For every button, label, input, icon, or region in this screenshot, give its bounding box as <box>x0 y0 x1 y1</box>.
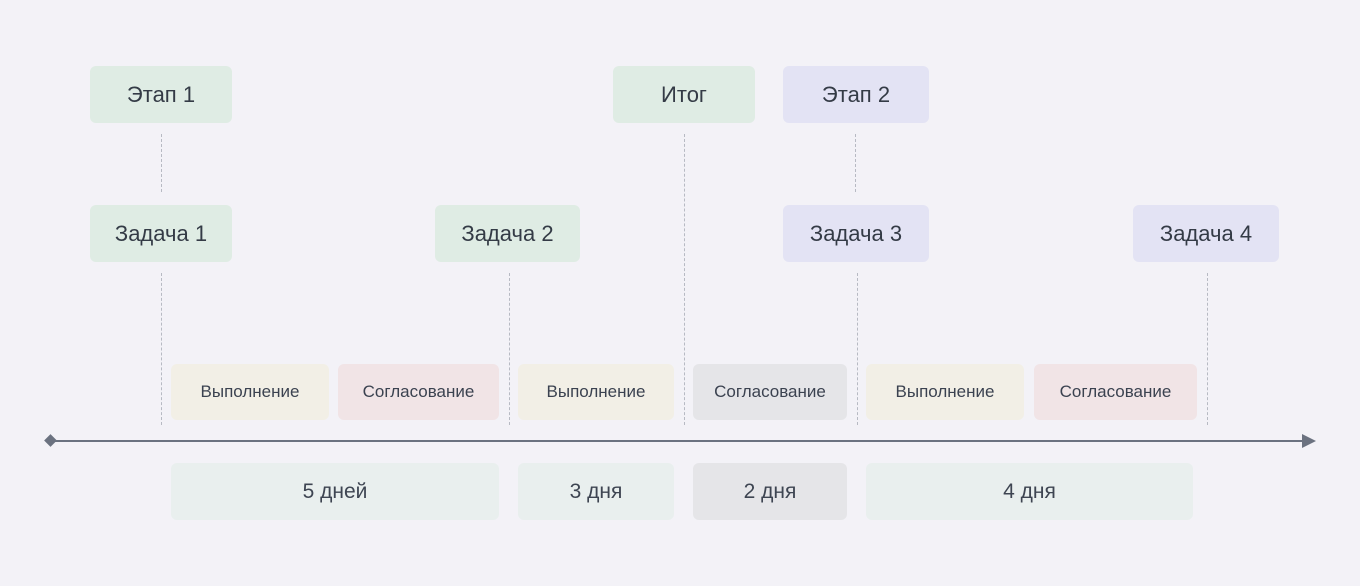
task-label: Задача 3 <box>809 220 903 246</box>
duration-box-1: 5 дней <box>171 463 499 520</box>
duration-label: 4 дня <box>1003 479 1056 503</box>
task-label: Задача 2 <box>461 220 554 246</box>
phase-label: Выполнение <box>895 382 995 401</box>
duration-label: 5 дней <box>302 479 368 503</box>
phase-box-6: Согласование <box>1034 364 1197 420</box>
task-box-3: Задача 3 <box>783 205 929 262</box>
task-label: Задача 1 <box>114 220 208 246</box>
phase-box-1: Выполнение <box>171 364 329 420</box>
connector-task3-axis <box>857 273 858 425</box>
phase-label: Выполнение <box>200 382 300 401</box>
task-box-1: Задача 1 <box>90 205 232 262</box>
connector-stage1-task1 <box>161 134 162 192</box>
duration-box-2: 3 дня <box>518 463 674 520</box>
connector-result-axis <box>684 134 685 425</box>
phase-box-2: Согласование <box>338 364 499 420</box>
stage-box-1: Этап 1 <box>90 66 232 123</box>
phase-label: Согласование <box>1059 382 1172 401</box>
duration-label: 3 дня <box>569 479 623 503</box>
task-box-2: Задача 2 <box>435 205 580 262</box>
phase-label: Согласование <box>362 382 475 401</box>
timeline-axis <box>50 440 1312 442</box>
axis-end-arrow-icon <box>1302 434 1316 448</box>
axis-start-diamond-icon <box>44 434 57 447</box>
phase-label: Согласование <box>714 382 826 401</box>
phase-box-3: Выполнение <box>518 364 674 420</box>
connector-task2-axis <box>509 273 510 425</box>
duration-label: 2 дня <box>743 479 797 503</box>
stage-box-result: Итог <box>613 66 755 123</box>
stage-box-2: Этап 2 <box>783 66 929 123</box>
duration-box-4: 4 дня <box>866 463 1193 520</box>
stage-label: Итог <box>661 81 707 107</box>
stage-label: Этап 1 <box>126 81 196 107</box>
connector-task1-axis <box>161 273 162 425</box>
phase-box-4: Согласование <box>693 364 847 420</box>
phase-label: Выполнение <box>546 382 646 401</box>
duration-box-3: 2 дня <box>693 463 847 520</box>
connector-stage2-task3 <box>855 134 856 192</box>
task-label: Задача 4 <box>1159 220 1253 246</box>
phase-box-5: Выполнение <box>866 364 1024 420</box>
connector-task4-axis <box>1207 273 1208 425</box>
stage-label: Этап 2 <box>821 81 891 107</box>
task-box-4: Задача 4 <box>1133 205 1279 262</box>
